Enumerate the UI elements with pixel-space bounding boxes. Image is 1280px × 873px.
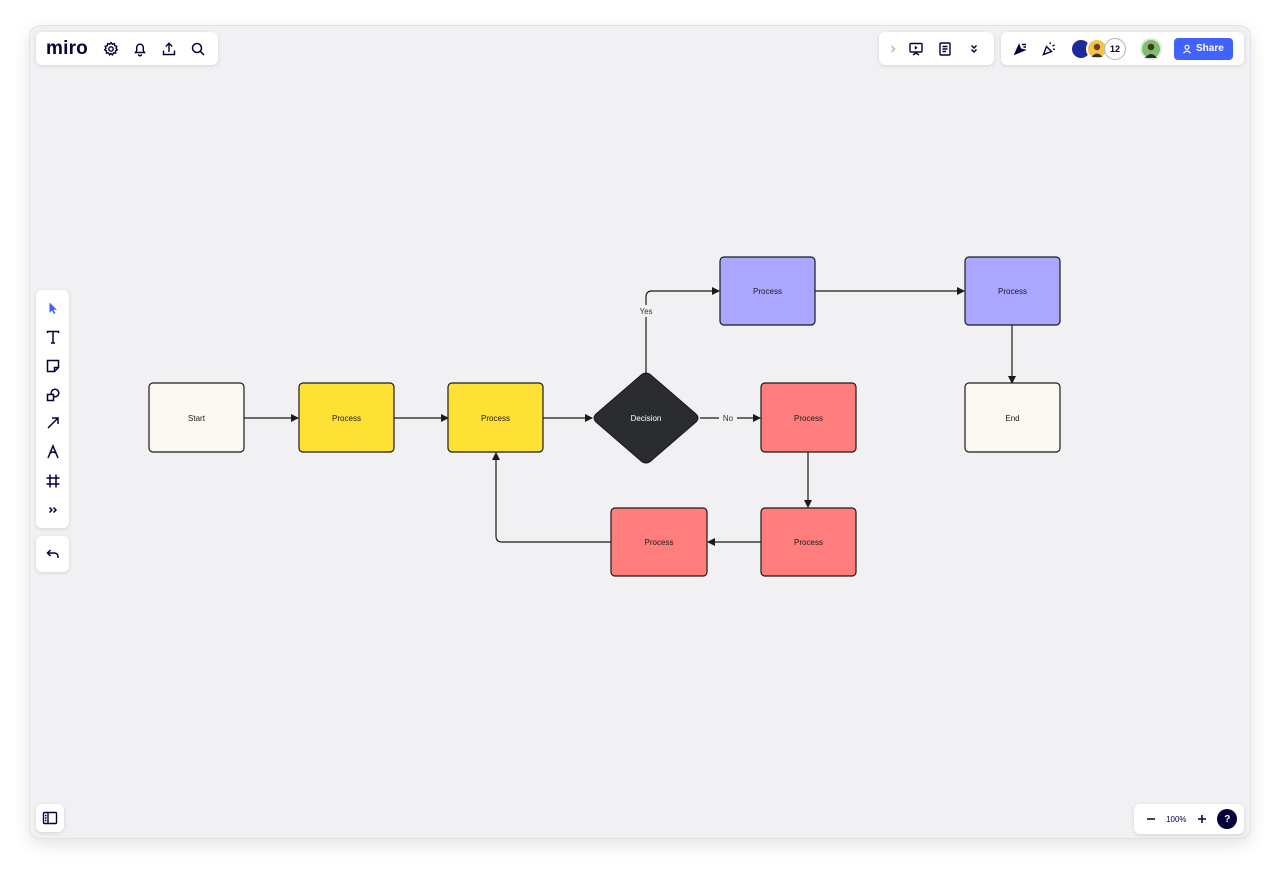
- svg-text:Process: Process: [753, 287, 782, 296]
- connector-process-no-3-to-process-2[interactable]: [492, 452, 611, 543]
- node-process-no-2[interactable]: Process: [760, 507, 857, 577]
- svg-text:Decision: Decision: [631, 414, 662, 423]
- board-canvas[interactable]: Yes No Start Process Process Decision Pr…: [30, 26, 1250, 838]
- svg-text:Process: Process: [794, 414, 823, 423]
- arrow-icon[interactable]: [40, 410, 66, 436]
- celebrate-icon[interactable]: [1036, 36, 1062, 62]
- minus-icon[interactable]: [1141, 806, 1161, 832]
- node-process-no-1[interactable]: Process: [760, 382, 857, 453]
- connector-decision-yes[interactable]: [645, 287, 720, 373]
- bell-icon[interactable]: [127, 36, 153, 62]
- svg-text:End: End: [1005, 414, 1019, 423]
- sidebar-toggle-icon[interactable]: [37, 805, 63, 831]
- miro-board-window: Yes No Start Process Process Decision Pr…: [30, 26, 1250, 838]
- zoom-controls: 100% ?: [1134, 804, 1244, 834]
- user-icon: [1183, 44, 1191, 54]
- svg-text:Process: Process: [645, 538, 674, 547]
- node-process-1[interactable]: Process: [298, 382, 395, 453]
- undo-panel: [36, 536, 69, 572]
- svg-text:Process: Process: [998, 287, 1027, 296]
- node-process-no-3[interactable]: Process: [610, 507, 708, 577]
- svg-text:Process: Process: [332, 414, 361, 423]
- chevron-right-icon[interactable]: [886, 36, 900, 62]
- edge-label-yes: Yes: [639, 307, 652, 316]
- collaboration-toolbar: 12 Share: [1001, 32, 1244, 65]
- avatar: [1086, 37, 1108, 60]
- svg-text:Process: Process: [794, 538, 823, 547]
- help-button[interactable]: ?: [1217, 809, 1238, 829]
- share-button-label: Share: [1196, 43, 1224, 54]
- node-process-2[interactable]: Process: [447, 382, 544, 453]
- present-icon[interactable]: [903, 36, 929, 62]
- svg-text:Process: Process: [481, 414, 510, 423]
- node-decision[interactable]: Decision: [593, 372, 699, 464]
- svg-text:Start: Start: [188, 414, 206, 423]
- collaborator-avatars[interactable]: 12: [1070, 37, 1132, 60]
- zoom-level[interactable]: 100%: [1166, 814, 1187, 824]
- view-toolbar: [879, 32, 994, 65]
- pointer-icon[interactable]: [40, 295, 66, 321]
- node-start[interactable]: Start: [148, 382, 245, 453]
- double-chevron-right-icon[interactable]: [40, 497, 66, 523]
- sidebar-toggle-panel: [36, 804, 64, 832]
- double-chevron-down-icon[interactable]: [961, 36, 987, 62]
- search-icon[interactable]: [185, 36, 211, 62]
- upload-icon[interactable]: [156, 36, 182, 62]
- top-left-toolbar: miro: [36, 32, 218, 65]
- sticky-note-icon[interactable]: [40, 353, 66, 379]
- edge-label-no: No: [723, 414, 734, 423]
- miro-logo[interactable]: miro: [46, 37, 88, 59]
- settings-icon[interactable]: [98, 36, 124, 62]
- pen-icon[interactable]: [40, 439, 66, 465]
- current-user-avatar[interactable]: [1140, 37, 1162, 60]
- cursor-follow-icon[interactable]: [1007, 36, 1033, 62]
- collaborator-count-badge: 12: [1104, 37, 1126, 60]
- node-process-yes-1[interactable]: Process: [719, 256, 816, 326]
- plus-icon[interactable]: [1192, 806, 1212, 832]
- undo-icon[interactable]: [40, 541, 66, 567]
- share-button[interactable]: Share: [1174, 37, 1233, 60]
- notes-icon[interactable]: [932, 36, 958, 62]
- connectors: [244, 287, 1016, 546]
- shapes-icon[interactable]: [40, 382, 66, 408]
- frame-icon[interactable]: [40, 468, 66, 494]
- node-process-yes-2[interactable]: Process: [964, 256, 1061, 326]
- creation-toolbar: [36, 290, 69, 528]
- text-icon[interactable]: [40, 324, 66, 350]
- node-end[interactable]: End: [964, 382, 1061, 453]
